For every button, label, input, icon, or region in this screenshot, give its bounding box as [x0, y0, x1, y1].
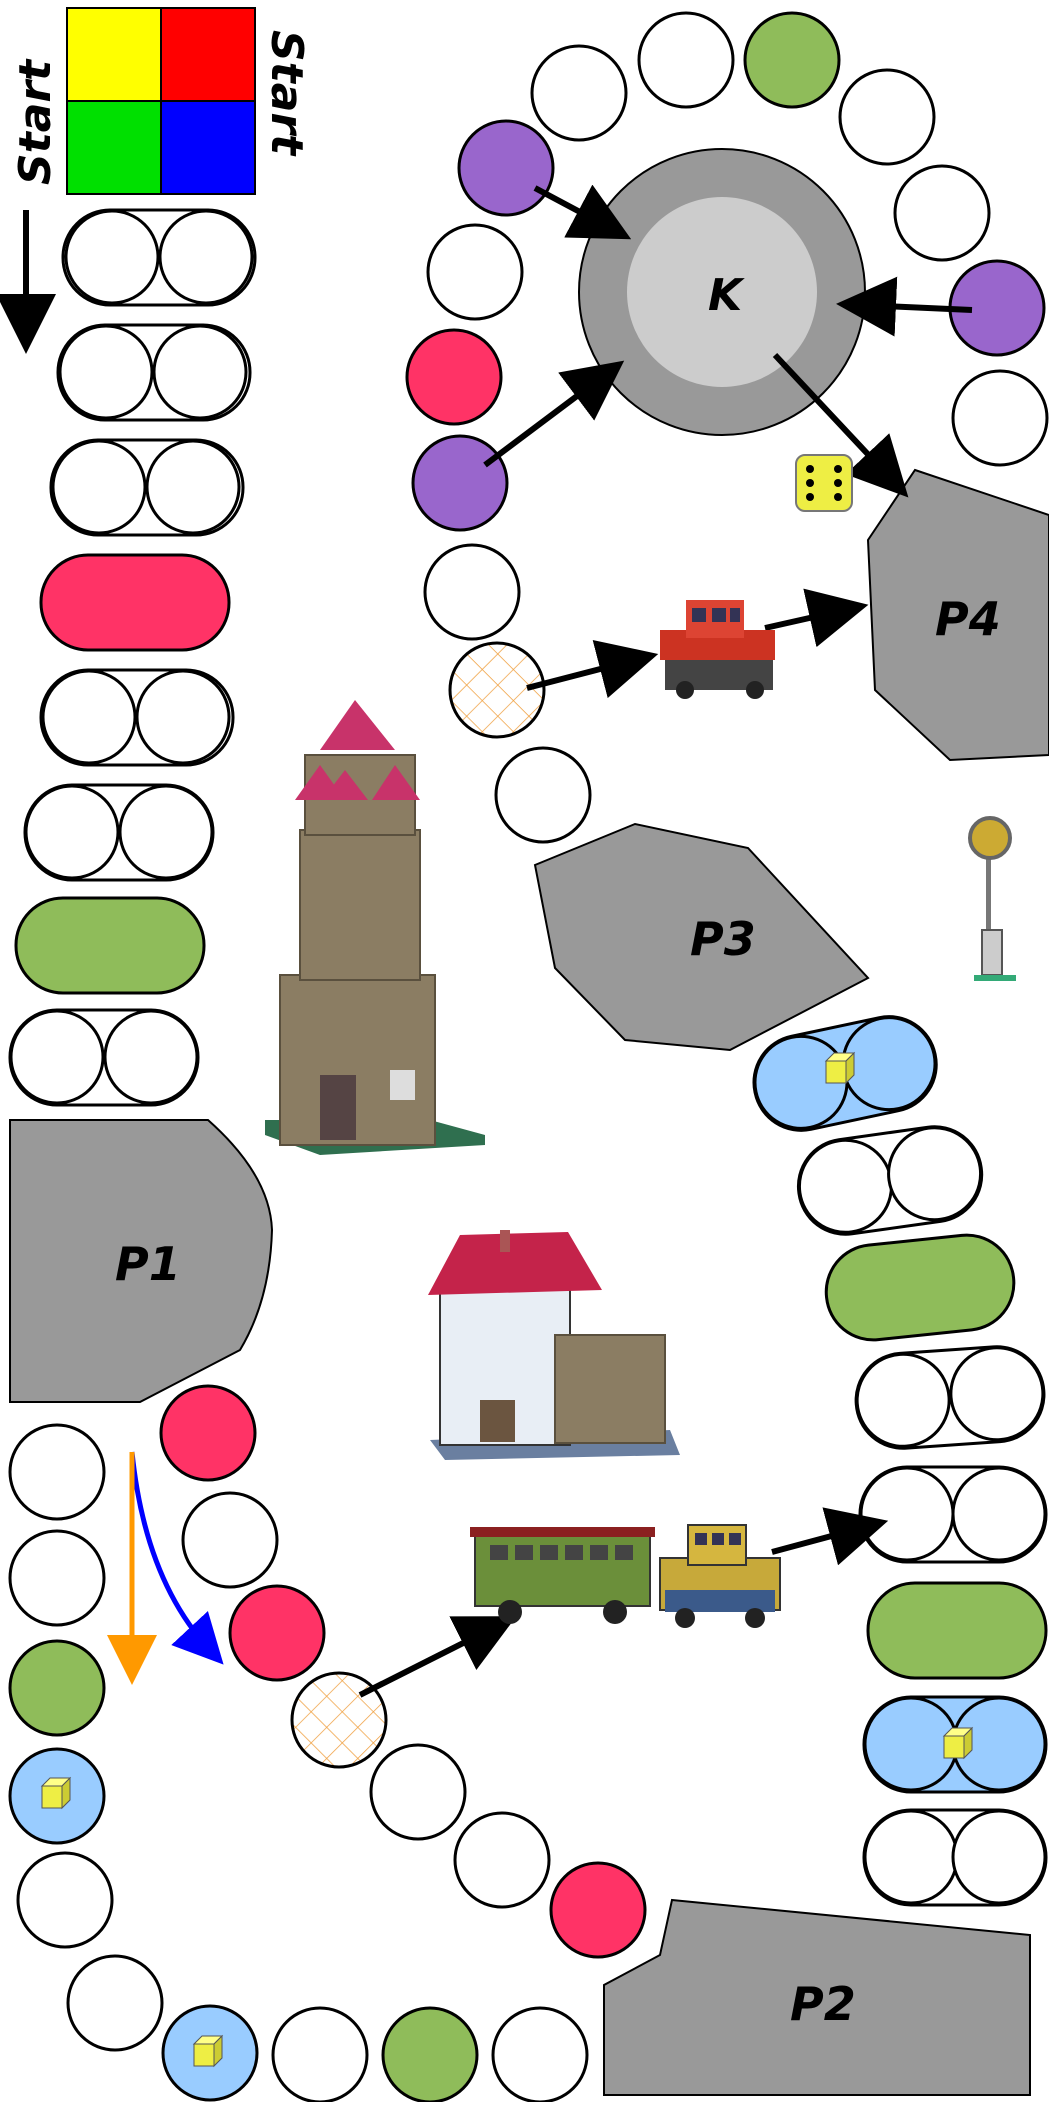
signal-icon [968, 816, 1016, 981]
train-icon [470, 1524, 781, 1628]
cube-icon [943, 1727, 973, 1759]
field[interactable] [637, 11, 735, 109]
parking-p3: P3 [533, 822, 870, 1052]
upper-track [405, 11, 1049, 844]
red-field[interactable] [405, 328, 503, 426]
parking-p1: P1 [9, 1119, 274, 1403]
locomotive-icon [660, 600, 775, 699]
red-field[interactable] [549, 1861, 647, 1959]
start-blue [160, 100, 256, 195]
field[interactable] [66, 1954, 164, 2052]
field[interactable] [530, 44, 628, 142]
field[interactable] [369, 1743, 467, 1841]
parking-label-p4: P4 [935, 592, 1001, 646]
cube-icon [41, 1777, 71, 1809]
parking-p2: P2 [603, 1898, 1031, 2096]
field[interactable] [8, 1423, 106, 1521]
center-k: K [578, 148, 866, 436]
field[interactable] [16, 1851, 114, 1949]
green-field[interactable] [8, 1639, 106, 1737]
k-arrows [358, 184, 973, 1698]
center-label: K [708, 270, 745, 321]
parking-p4: P4 [866, 468, 1049, 762]
start-label-right: Start [261, 30, 312, 157]
timber-house-icon [428, 1230, 680, 1460]
dice-icon [795, 454, 853, 512]
parking-label-p2: P2 [790, 1977, 856, 2031]
hatched-field[interactable] [448, 641, 546, 739]
start-label-left: Start [10, 58, 61, 185]
start-area: Start Start [0, 7, 312, 354]
start-yellow [66, 7, 162, 102]
start-green [66, 100, 162, 195]
parking-label-p3: P3 [690, 912, 756, 966]
double-field[interactable] [61, 208, 257, 307]
double-field[interactable] [858, 1465, 1048, 1564]
field[interactable] [453, 1811, 551, 1909]
left-track [8, 208, 257, 1107]
right-track [752, 1015, 1048, 1907]
cube-icon [825, 1052, 855, 1084]
green-field[interactable] [866, 1581, 1048, 1680]
double-field[interactable] [56, 323, 252, 422]
purple-field[interactable] [411, 434, 509, 532]
double-field[interactable] [8, 1008, 200, 1107]
cube-icon [193, 2035, 223, 2067]
red-field[interactable] [228, 1584, 326, 1682]
field[interactable] [423, 543, 521, 641]
field[interactable] [426, 223, 524, 321]
field[interactable] [8, 1529, 106, 1627]
double-field[interactable] [853, 1344, 1047, 1452]
parking-label-p1: P1 [115, 1237, 181, 1291]
double-field[interactable] [23, 783, 215, 882]
start-red [160, 7, 256, 102]
field[interactable] [491, 2006, 589, 2102]
field[interactable] [181, 1491, 279, 1589]
field[interactable] [838, 68, 936, 166]
double-field[interactable] [862, 1808, 1048, 1907]
bottom-left-track [8, 1384, 647, 2102]
field[interactable] [893, 164, 991, 262]
field[interactable] [494, 746, 592, 844]
red-field[interactable] [159, 1384, 257, 1482]
green-field[interactable] [822, 1230, 1019, 1344]
blue-arrow [129, 1451, 224, 1665]
red-field[interactable] [39, 553, 231, 652]
green-field[interactable] [14, 896, 206, 995]
purple-field[interactable] [457, 119, 555, 217]
double-field[interactable] [39, 668, 235, 767]
green-field[interactable] [743, 11, 841, 109]
field[interactable] [271, 2006, 369, 2102]
field[interactable] [951, 369, 1049, 467]
double-field[interactable] [49, 438, 245, 537]
tower-icon [265, 700, 485, 1155]
double-field[interactable] [792, 1121, 987, 1241]
green-field[interactable] [381, 2006, 479, 2102]
